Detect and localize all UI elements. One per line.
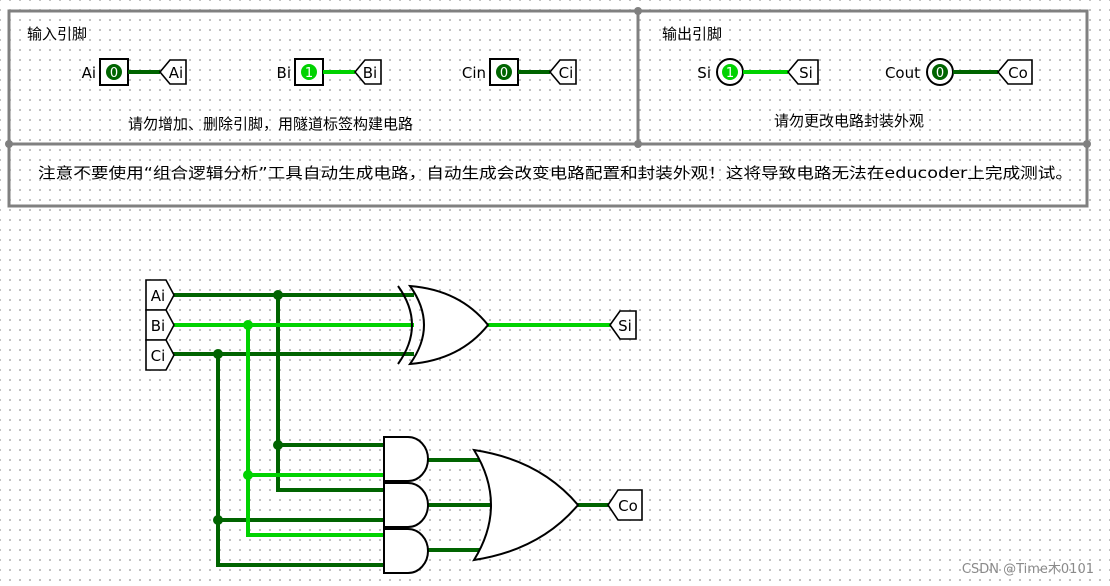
- panel-handle[interactable]: [5, 140, 13, 148]
- and-body: [383, 482, 429, 528]
- tunnel-label[interactable]: [353, 59, 382, 85]
- tunnel-shape: [145, 309, 175, 341]
- tunnel-shape: [607, 489, 643, 521]
- and-body: [383, 528, 429, 574]
- input-pin-bi[interactable]: Bi 1 Bi: [277, 58, 382, 86]
- tunnel-label[interactable]: [996, 59, 1033, 85]
- tunnel-shape: [609, 310, 637, 340]
- wire-junction: [243, 320, 253, 330]
- panel-handle[interactable]: [634, 140, 642, 148]
- panel-handle[interactable]: [1083, 140, 1091, 148]
- tunnel-name: Co: [1008, 64, 1028, 82]
- tunnel-label[interactable]: [158, 59, 187, 85]
- xor-body: [407, 284, 490, 366]
- or-body: [472, 448, 580, 562]
- wire-junction: [273, 440, 283, 450]
- pin-state-indicator: [301, 64, 317, 80]
- tunnel-ci[interactable]: Ci: [145, 339, 175, 371]
- panel-handle[interactable]: [634, 7, 642, 15]
- pin-state-indicator: [932, 64, 948, 80]
- tunnel-name: Bi: [363, 64, 377, 82]
- tunnel-name: Ai: [151, 287, 165, 305]
- tunnel-name: Si: [618, 317, 632, 335]
- output-note: 请勿更改电路封装外观: [774, 112, 924, 130]
- wire-bi-trunk[interactable]: [246, 323, 386, 537]
- wire-junction: [243, 470, 253, 480]
- input-pin-cin[interactable]: Cin 0 Ci: [462, 58, 577, 86]
- pin-label: Cout: [885, 64, 920, 82]
- pin-state-indicator: [496, 64, 512, 80]
- tunnel-label[interactable]: [786, 59, 819, 85]
- tunnel-name: Bi: [151, 317, 165, 335]
- pin-value: 0: [110, 66, 118, 81]
- and-gate-2[interactable]: [383, 482, 429, 528]
- tunnel-name: Ci: [151, 347, 166, 365]
- wire-ai-trunk[interactable]: [276, 293, 386, 492]
- tunnel-si[interactable]: Si: [609, 310, 637, 340]
- watermark-text: CSDN @Time木0101: [962, 562, 1094, 577]
- pin-value: 1: [726, 66, 734, 81]
- pin-value: 1: [305, 66, 313, 81]
- tunnel-name: Si: [799, 64, 813, 82]
- tunnel-label[interactable]: [548, 59, 577, 85]
- and-gate-1[interactable]: [383, 436, 429, 482]
- annotation-panel: 输入引脚 输出引脚 请勿增加、删除引脚，用隧道标签构建电路 请勿更改电路封装外观…: [5, 7, 1091, 208]
- panel-frame: [7, 9, 1089, 208]
- tunnel-name: Ai: [169, 64, 183, 82]
- output-pin-si[interactable]: Si 1 Si: [697, 58, 819, 86]
- wire-junction: [273, 290, 283, 300]
- pin-value: 0: [500, 66, 508, 81]
- output-pin-cout[interactable]: Cout 0 Co: [885, 58, 1033, 86]
- or-gate[interactable]: [472, 448, 580, 562]
- xor-input-curve: [397, 285, 413, 365]
- xor-gate[interactable]: [397, 284, 490, 366]
- wire-layer: [172, 290, 612, 567]
- input-note: 请勿增加、删除引脚，用隧道标签构建电路: [128, 115, 413, 133]
- wire-ci-trunk[interactable]: [216, 352, 386, 567]
- wire-junction: [213, 349, 223, 359]
- tunnel-bi[interactable]: Bi: [145, 309, 175, 341]
- tunnel-co[interactable]: Co: [607, 489, 643, 521]
- pin-label: Ai: [82, 64, 96, 82]
- pin-label: Bi: [277, 64, 291, 82]
- input-pins-title: 输入引脚: [27, 25, 87, 43]
- output-pins-title: 输出引脚: [662, 25, 722, 43]
- and-gate-3[interactable]: [383, 528, 429, 574]
- warning-text: 注意不要使用“组合逻辑分析”工具自动生成电路，自动生成会改变电路配置和封装外观！…: [38, 164, 1073, 182]
- tunnel-name: Co: [618, 497, 638, 515]
- pin-state-indicator: [722, 64, 738, 80]
- and-body: [383, 436, 429, 482]
- tunnel-shape: [145, 339, 175, 371]
- tunnel-shape: [145, 279, 175, 311]
- tunnel-ai[interactable]: Ai: [145, 279, 175, 311]
- pin-label: Si: [697, 64, 711, 82]
- pin-label: Cin: [462, 64, 486, 82]
- pin-state-indicator: [106, 64, 122, 80]
- wire-junction: [213, 515, 223, 525]
- tunnel-name: Ci: [559, 64, 574, 82]
- pin-value: 0: [936, 66, 944, 81]
- input-pin-ai[interactable]: Ai 0 Ai: [82, 58, 187, 86]
